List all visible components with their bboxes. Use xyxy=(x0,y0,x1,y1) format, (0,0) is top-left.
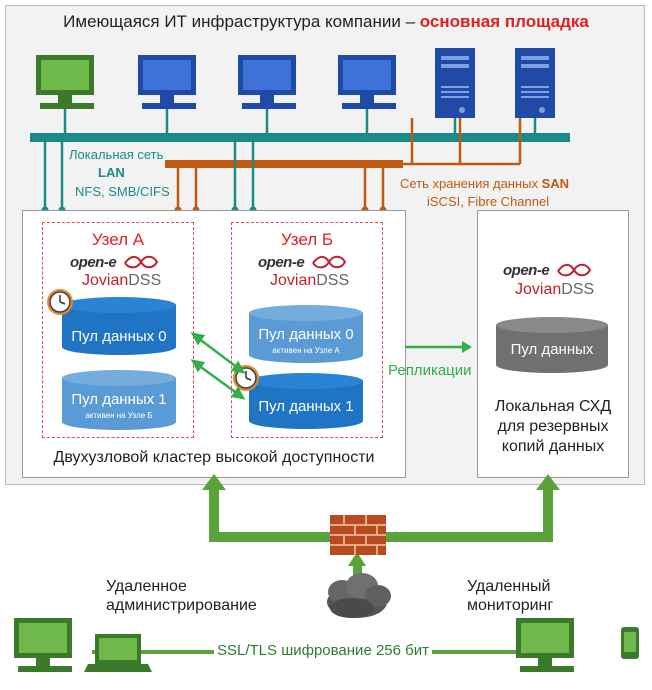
node-b-jovian: JovianDSS xyxy=(270,272,349,290)
sync-arrows-icon xyxy=(190,332,246,400)
page-title: Имеющаяся ИТ инфраструктура компании – о… xyxy=(0,12,652,32)
node-a-brand: open-e xyxy=(70,254,161,272)
open-e-logo-icon xyxy=(311,255,346,269)
pool-cylinder-icon xyxy=(249,373,363,429)
replication-arrow-icon xyxy=(405,341,472,353)
san-label-text: Сеть хранения данных xyxy=(400,176,542,191)
brand-dss: DSS xyxy=(561,281,595,298)
lan-abbr: LAN xyxy=(98,165,125,180)
backup-jovian: JovianDSS xyxy=(515,281,594,299)
workstation-green-icon xyxy=(14,618,72,672)
san-protocols: iSCSI, Fibre Channel xyxy=(427,194,550,209)
title-main: Имеющаяся ИТ инфраструктура компании – xyxy=(63,12,420,31)
pool-cylinder-icon xyxy=(249,305,363,363)
cluster-caption: Двухузловой кластер высокой доступности xyxy=(53,449,375,466)
node-b-frame xyxy=(231,222,383,438)
brand-open-e: open-e xyxy=(70,254,117,271)
remote-admin-line2: администрирование xyxy=(106,597,257,614)
node-b-title: Узел Б xyxy=(280,230,334,249)
brand-dss: DSS xyxy=(316,272,350,289)
server-icon xyxy=(435,48,475,118)
open-e-logo-icon xyxy=(556,263,591,277)
san-label: Сеть хранения данных SAN xyxy=(400,176,569,191)
firewall-icon xyxy=(330,515,386,555)
brand-jovian: Jovian xyxy=(515,281,562,298)
laptop-icon xyxy=(84,634,152,672)
workstation-blue-icon xyxy=(138,55,196,109)
title-highlight: основная площадка xyxy=(419,12,589,31)
node-b-pool1-label: Пул данных 1 xyxy=(258,398,354,415)
backup-caption-1: Локальная СХД xyxy=(494,398,612,415)
lan-bus xyxy=(30,133,570,142)
pool-cylinder-icon xyxy=(62,370,176,430)
cloud-icon xyxy=(327,573,391,618)
pool-cylinder-icon xyxy=(62,297,176,355)
open-e-logo-icon xyxy=(123,255,158,269)
node-a-title: Узел А xyxy=(91,230,145,249)
workstation-blue-icon xyxy=(238,55,296,109)
remote-monitoring-line1: Удаленный xyxy=(467,578,551,595)
replication-label: Репликации xyxy=(388,362,472,379)
brand-jovian: Jovian xyxy=(82,272,129,289)
lan-label: Локальная сеть xyxy=(69,147,164,162)
node-a-pool1-label: Пул данных 1 xyxy=(71,391,167,408)
workstation-blue-icon xyxy=(338,55,396,109)
node-a-pool1-sub: активен на Узле Б xyxy=(85,411,153,420)
backup-pool-label: Пул данных xyxy=(510,341,594,358)
server-icon xyxy=(515,48,555,118)
remote-admin-line1: Удаленное xyxy=(106,578,187,595)
brand-jovian: Jovian xyxy=(270,272,317,289)
clock-icon xyxy=(47,289,73,315)
san-abbr: SAN xyxy=(541,176,570,191)
workstation-green-icon xyxy=(36,55,94,109)
pool-cylinder-icon xyxy=(496,317,608,373)
backup-brand: open-e xyxy=(503,262,594,280)
node-b-pool0-label: Пул данных 0 xyxy=(258,326,354,343)
phone-icon xyxy=(621,627,639,659)
backup-caption-3: копий данных xyxy=(501,438,605,455)
lan-protocols: NFS, SMB/CIFS xyxy=(75,184,170,199)
remote-monitoring-line2: мониторинг xyxy=(467,597,554,614)
node-b-brand: open-e xyxy=(258,254,349,272)
brand-open-e: open-e xyxy=(258,254,305,271)
backup-caption-2: для резервных xyxy=(497,418,609,435)
workstation-green-icon xyxy=(516,618,574,672)
node-b-pool0-sub: активен на Узле А xyxy=(272,346,340,355)
node-a-pool0-label: Пул данных 0 xyxy=(71,328,167,345)
node-a-jovian: JovianDSS xyxy=(82,272,161,290)
node-a-frame xyxy=(42,222,194,438)
san-bus xyxy=(165,160,403,168)
encryption-label: SSL/TLS шифрование 256 бит xyxy=(214,642,432,659)
brand-dss: DSS xyxy=(128,272,162,289)
brand-open-e: open-e xyxy=(503,262,550,279)
